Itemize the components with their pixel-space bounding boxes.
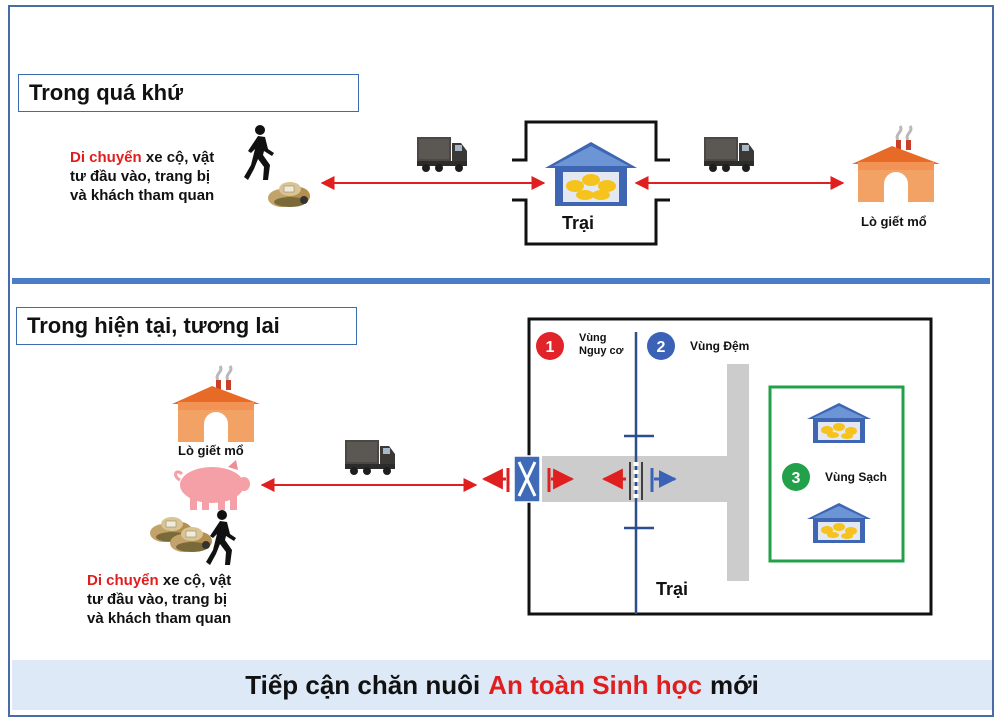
farm-house-icon: [545, 142, 637, 206]
past-description: Di chuyển xe cộ, vật tư đầu vào, trang b…: [70, 148, 220, 205]
past-section-title: Trong quá khứ: [18, 74, 359, 112]
clean-zone-frame: [768, 385, 905, 563]
zone-2-label: Vùng Đệm: [690, 339, 750, 353]
zone-3-label: Vùng Sạch: [825, 470, 888, 484]
footer-suffix: mới: [709, 669, 759, 700]
section-divider: [12, 278, 990, 284]
pig-icon: [174, 460, 250, 510]
slaughterhouse-icon: [170, 364, 262, 444]
inner-corridor: [727, 364, 749, 581]
footer-banner: Tiếp cận chăn nuôi An toàn Sinh học mới: [12, 660, 992, 710]
svg-text:1: 1: [546, 339, 555, 356]
farm-label-present: Trại: [656, 579, 689, 599]
slaughterhouse-label: Lò giết mổ: [178, 443, 244, 458]
present-section-title: Trong hiện tại, tương lai: [16, 307, 357, 345]
desc-text: xe cộ, vật tư đầu vào, trang bị và khách…: [70, 149, 215, 204]
zone-2-badge: 2: [647, 332, 675, 360]
slaughterhouse-icon: [850, 124, 942, 204]
truck-icon: [417, 137, 467, 172]
desc-highlight: Di chuyển: [70, 149, 142, 166]
slaughterhouse-label: Lò giết mổ: [861, 214, 927, 229]
supplies-icon: [267, 181, 311, 208]
footer-prefix: Tiếp cận chăn nuôi: [245, 669, 481, 700]
clean-farm-house-icon: [807, 403, 871, 443]
person-walking-icon: [244, 125, 274, 180]
desc-highlight: Di chuyển: [87, 572, 159, 589]
gate-icon: [513, 455, 541, 503]
truck-icon: [704, 137, 754, 172]
svg-text:2: 2: [657, 339, 666, 356]
footer-highlight: An toàn Sinh học: [488, 669, 702, 700]
present-description: Di chuyển xe cộ, vật tư đầu vào, trang b…: [87, 571, 237, 628]
clean-farm-house-icon: [807, 503, 871, 543]
outer-frame: [8, 5, 994, 717]
truck-icon: [345, 440, 395, 475]
zone-1-badge: 1: [536, 332, 564, 360]
farm-enclosure-past: [512, 120, 670, 246]
farm-label: Trại: [562, 213, 595, 233]
svg-text:3: 3: [792, 470, 801, 487]
zone-3-badge: 3: [782, 463, 810, 491]
desc-text: xe cộ, vật tư đầu vào, trang bị và khách…: [87, 572, 232, 627]
zone-1-label: Vùng Nguy cơ: [579, 332, 624, 357]
